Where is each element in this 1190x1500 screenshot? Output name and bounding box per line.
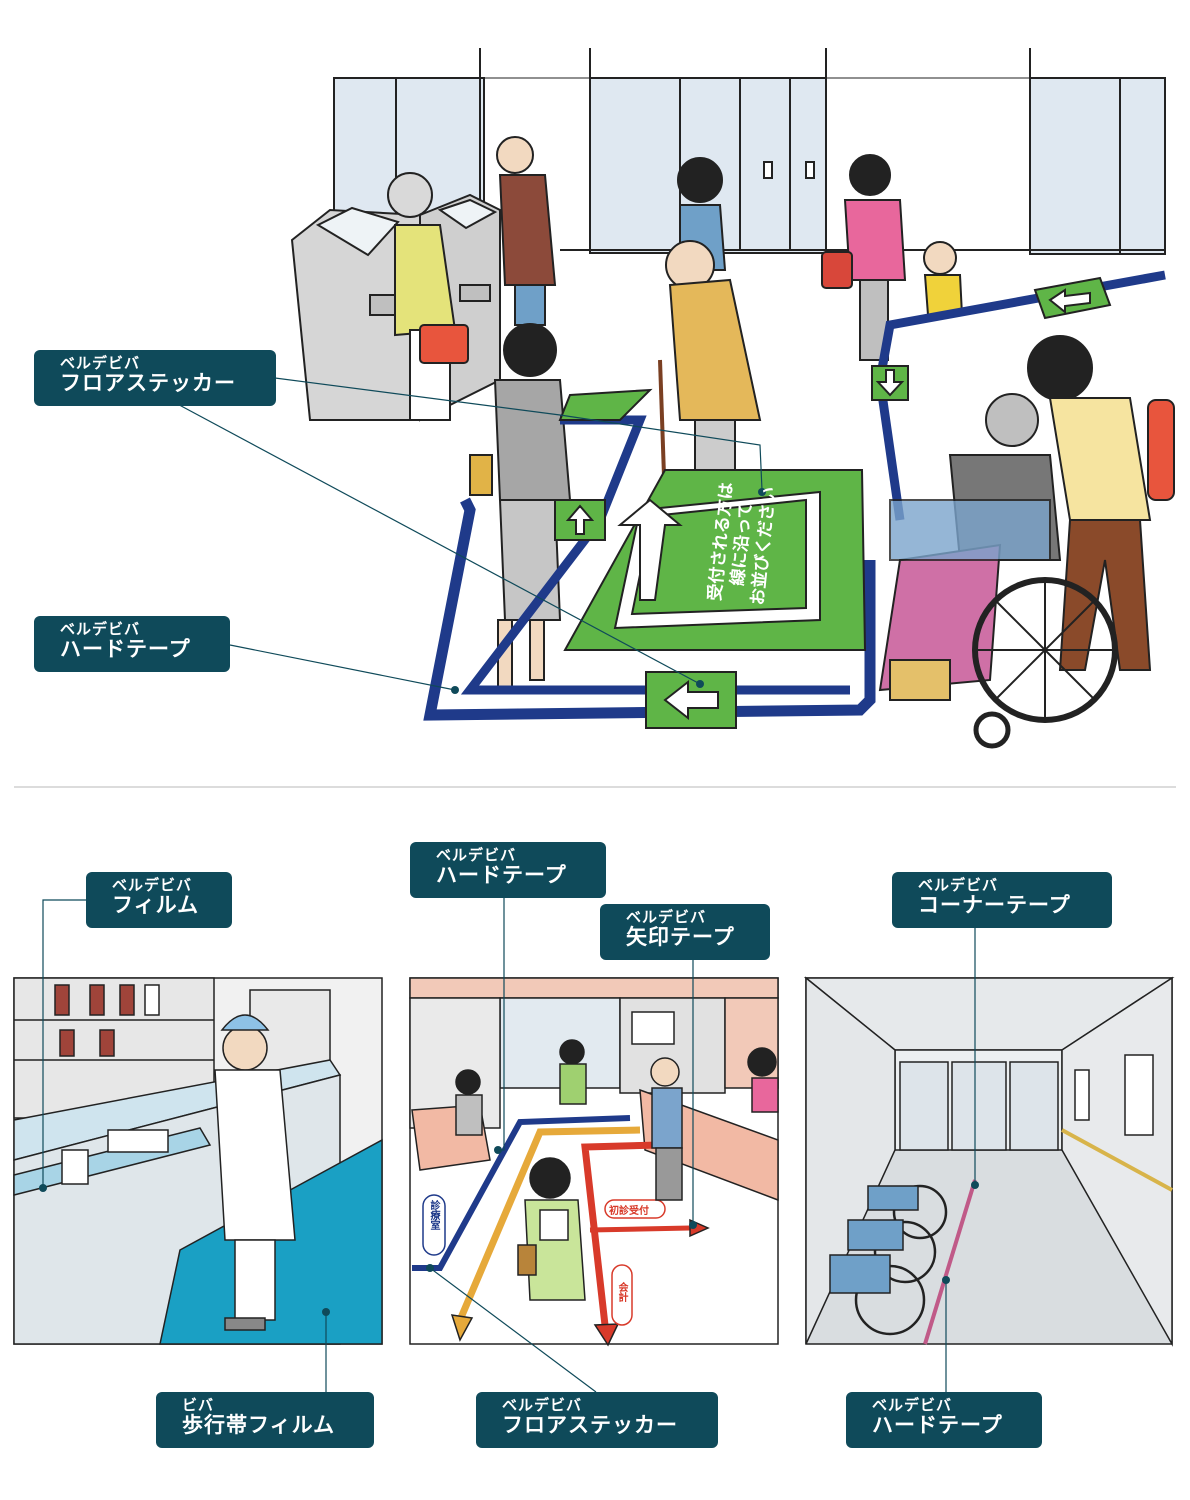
section-divider xyxy=(14,786,1176,788)
label-product: ハードテープ xyxy=(60,636,191,661)
lobby-scene xyxy=(290,48,1175,749)
label-brand: ベルデビバ xyxy=(60,620,141,638)
label-top-hard-tape: ベルデビバ ハードテープ xyxy=(34,616,230,672)
sign-cashier: 会計 xyxy=(616,1282,627,1302)
label-mid-floor-sticker: ベルデビバ フロアステッカー xyxy=(476,1392,718,1448)
label-right-hard-tape: ベルデビバ ハードテープ xyxy=(846,1392,1042,1448)
leader-dots xyxy=(39,488,979,1316)
label-film: ベルデビバ フィルム xyxy=(86,872,232,928)
label-product: フロアステッカー xyxy=(502,1412,678,1437)
label-arrow-tape: ベルデビバ 矢印テープ xyxy=(600,904,770,960)
reception-scene xyxy=(409,977,779,1347)
label-brand: ベルデビバ xyxy=(436,846,517,864)
label-mid-hard-tape: ベルデビバ ハードテープ xyxy=(410,842,606,898)
label-walkway-film: ビバ 歩行帯フィルム xyxy=(156,1392,374,1448)
label-product: ハードテープ xyxy=(872,1412,1003,1437)
label-brand: ベルデビバ xyxy=(60,354,141,372)
label-brand: ベルデビバ xyxy=(626,908,707,926)
label-corner-tape: ベルデビバ コーナーテープ xyxy=(892,872,1112,928)
pharmacy-scene xyxy=(13,977,383,1345)
sign-first-visit: 初診受付 xyxy=(609,1206,649,1217)
label-brand: ベルデビバ xyxy=(872,1396,953,1414)
label-product: フィルム xyxy=(112,892,200,917)
label-brand: ベルデビバ xyxy=(502,1396,583,1414)
sign-exam-room: 診療室 xyxy=(428,1200,439,1230)
label-top-floor-sticker: ベルデビバ フロアステッカー xyxy=(34,350,276,406)
label-brand: ベルデビバ xyxy=(918,876,999,894)
label-product: フロアステッカー xyxy=(60,370,236,395)
label-brand: ベルデビバ xyxy=(112,876,193,894)
corridor-scene xyxy=(803,976,1175,1347)
label-product: 歩行帯フィルム xyxy=(182,1412,336,1437)
label-product: 矢印テープ xyxy=(626,924,735,949)
label-product: ハードテープ xyxy=(436,862,567,887)
label-product: コーナーテープ xyxy=(918,892,1071,917)
label-brand: ビバ xyxy=(182,1396,215,1414)
